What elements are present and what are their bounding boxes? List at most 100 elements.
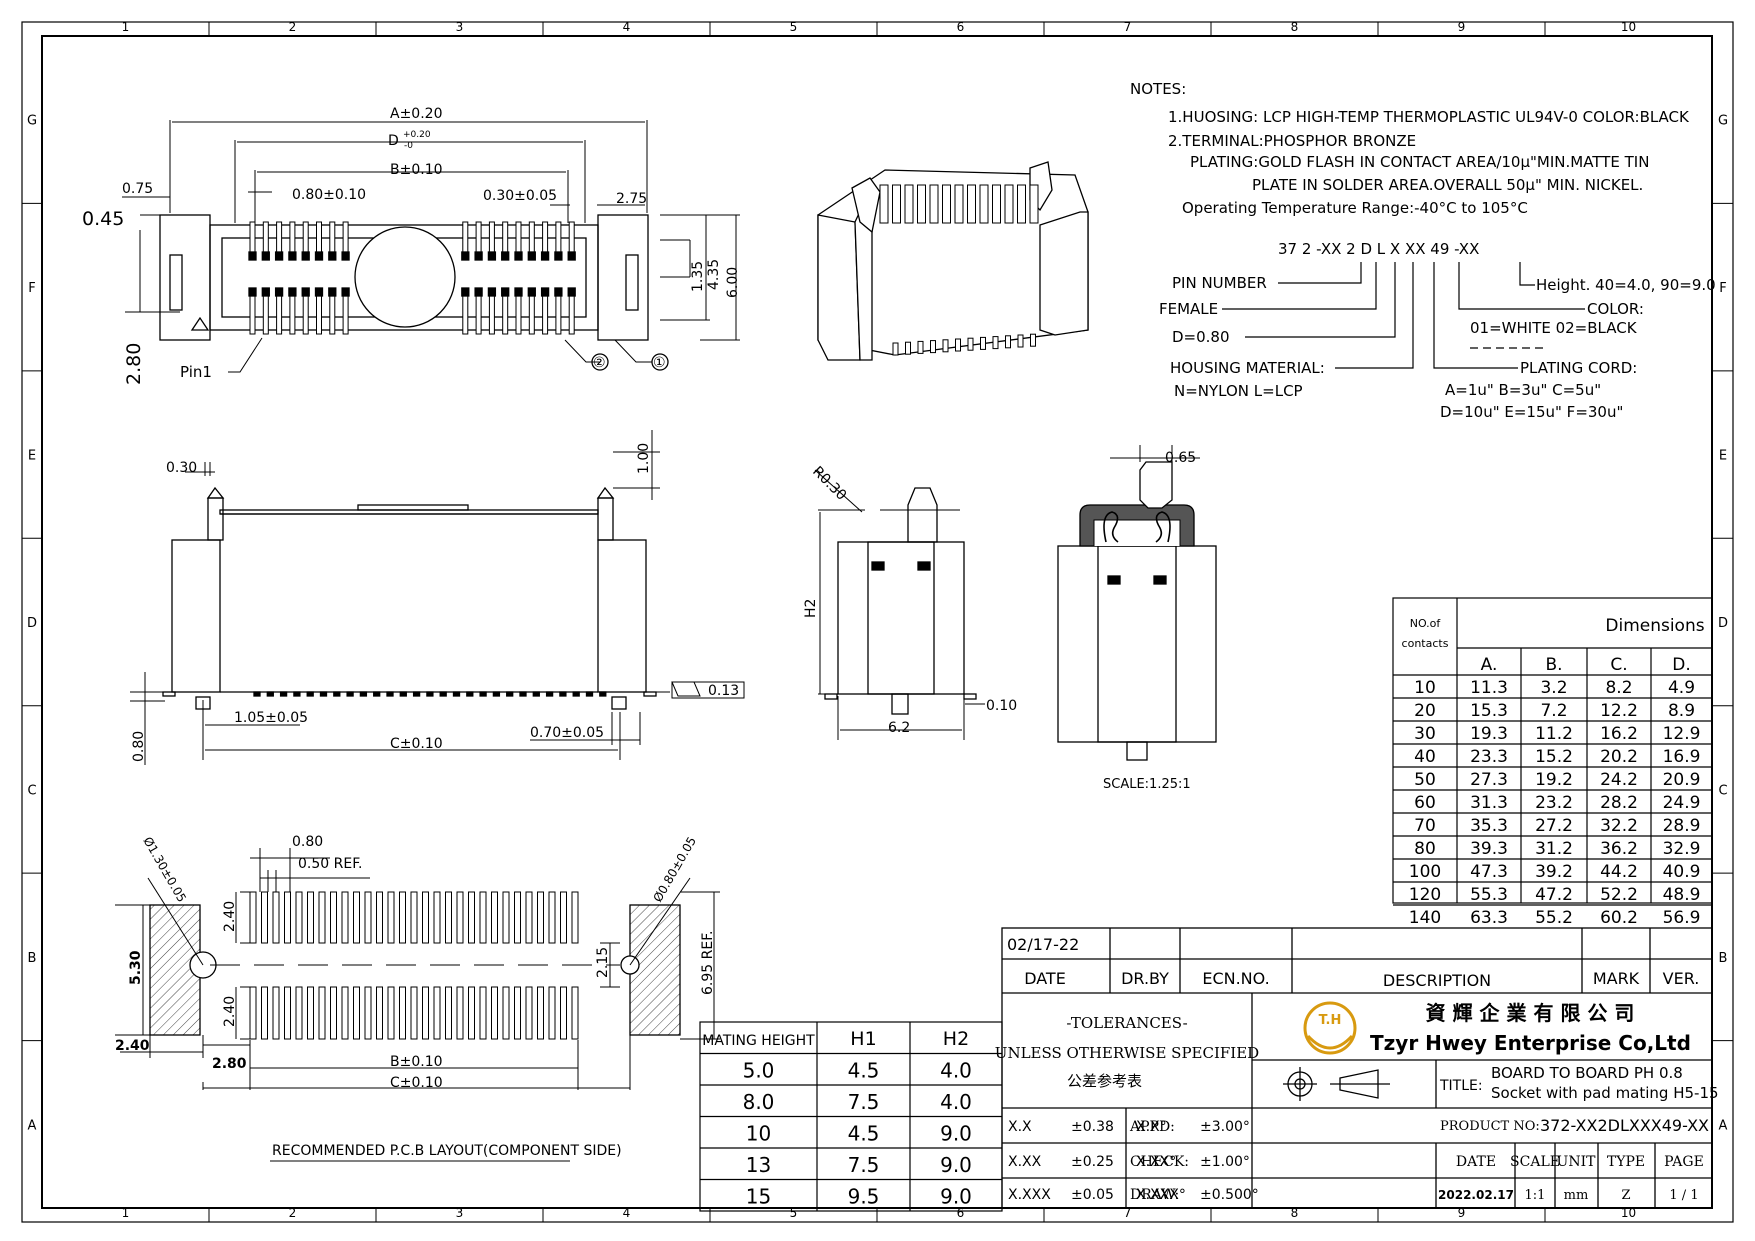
- dimtable-cell: 44.2: [1600, 862, 1638, 882]
- pcb-pad: [330, 986, 337, 1040]
- dim-pin-width: 0.30±0.05: [483, 188, 557, 204]
- frame-row-label: B: [1719, 951, 1728, 966]
- pcb-pad: [571, 891, 579, 944]
- pin1-label: Pin1: [180, 363, 212, 381]
- dimtable-cell: 100: [1409, 862, 1441, 882]
- iso-contact: [929, 184, 939, 224]
- dim-side-c: C±0.10: [390, 736, 443, 752]
- dim-side-0-30: 0.30: [166, 460, 197, 476]
- top-pin-contact: [554, 251, 563, 261]
- dimtable-cell: 40.9: [1663, 862, 1701, 882]
- top-pin-contact: [301, 287, 310, 297]
- pcb-layout-caption: RECOMMENDED P.C.B LAYOUT(COMPONENT SIDE): [272, 1143, 622, 1159]
- top-pin-upper: [262, 221, 269, 253]
- top-pin-contact: [314, 251, 324, 261]
- hdr-ecn: ECN.NO.: [1202, 969, 1269, 988]
- top-pin-lower: [542, 293, 549, 335]
- height-label: Height. 40=4.0, 90=9.0: [1536, 276, 1716, 294]
- footer-date-label: DATE: [1456, 1154, 1496, 1170]
- pcb-pad: [433, 891, 441, 944]
- pcb-pad: [364, 891, 372, 944]
- iso-solder-tail: [917, 340, 924, 354]
- dimtable-cell: 63.3: [1470, 908, 1508, 928]
- mattable-header: H2: [943, 1028, 969, 1050]
- notes-heading: NOTES:: [1130, 80, 1186, 98]
- title-line-2: Socket with pad mating H5-15: [1491, 1084, 1719, 1102]
- side-solder-tail: [386, 691, 394, 697]
- iso-contact: [979, 184, 989, 224]
- part-code: 37 2 -XX 2 D L X XX 49 -XX: [1278, 240, 1479, 258]
- dimtable-cell: 47.3: [1470, 862, 1508, 882]
- pcb-pad: [456, 891, 464, 944]
- dimtable-cell: 19.2: [1535, 770, 1573, 790]
- iso-solder-tail: [1005, 335, 1011, 349]
- top-pin-lower: [462, 293, 469, 335]
- dim-0-75: 0.75: [122, 181, 153, 197]
- top-pin-lower: [515, 293, 522, 335]
- frame-column-label: 7: [1124, 20, 1132, 34]
- top-pin-contact: [328, 287, 337, 297]
- top-pin-upper: [316, 221, 322, 253]
- pcb-pad: [318, 986, 326, 1040]
- dimtable-cell: 19.3: [1470, 724, 1508, 744]
- pcb-pad: [571, 986, 579, 1040]
- pcb-pad: [491, 891, 498, 944]
- dimtable-cell: 60.2: [1600, 908, 1638, 928]
- iso-solder-tail: [942, 339, 949, 353]
- pcb-pad: [502, 986, 510, 1040]
- footer-scale-label: SCALE: [1510, 1154, 1560, 1170]
- callout-1: ①: [653, 355, 666, 371]
- tolerance-cell: ±1.00°: [1200, 1154, 1250, 1170]
- top-pin-upper: [502, 221, 509, 253]
- company-logo: T.H: [1303, 1001, 1357, 1055]
- footer-unit-value: mm: [1564, 1188, 1589, 1203]
- top-pin-contact: [540, 287, 550, 297]
- side-solder-tail: [452, 691, 461, 697]
- footer-scale-value: 1:1: [1525, 1188, 1546, 1203]
- frame-column-label: 10: [1621, 1206, 1636, 1220]
- pcb-pad: [387, 891, 395, 944]
- dimtable-cell: 40: [1414, 747, 1436, 767]
- frame-row-label: D: [27, 616, 37, 631]
- isometric-contacts: [879, 184, 1039, 224]
- tolerance-cell: ±0.25: [1071, 1154, 1114, 1170]
- frame-row-label: E: [1719, 449, 1727, 464]
- dimtable-cell: 27.2: [1535, 816, 1573, 836]
- dim-pcb-2-15: 2.15: [595, 947, 611, 978]
- pcb-pad: [514, 891, 521, 944]
- iso-contact: [904, 184, 914, 224]
- iso-solder-tail: [992, 336, 999, 350]
- frame-row-label: E: [28, 449, 36, 464]
- dimtable-cell: 55.2: [1535, 908, 1573, 928]
- pcb-pad: [249, 986, 257, 1040]
- iso-contact: [1004, 184, 1014, 224]
- dimtable-cell: 140: [1409, 908, 1441, 928]
- iso-contact: [967, 184, 976, 224]
- top-pin-upper: [302, 221, 309, 253]
- hdr-date: DATE: [1024, 969, 1066, 988]
- pcb-pad: [422, 986, 429, 1040]
- end-view: [814, 469, 985, 740]
- iso-contact: [942, 184, 951, 224]
- top-pin-contact: [274, 251, 284, 261]
- dimtable-cell: 28.2: [1600, 793, 1638, 813]
- female-label: FEMALE: [1159, 300, 1218, 318]
- dim-pcb-0-80: 0.80: [292, 834, 323, 850]
- frame-column-label: 6: [957, 1206, 965, 1220]
- top-pin-upper: [568, 221, 575, 253]
- dim-6-2: 6.2: [888, 720, 910, 736]
- dimtable-cell: 55.3: [1470, 885, 1508, 905]
- pcb-pad: [445, 986, 452, 1040]
- top-pin-upper: [276, 221, 283, 253]
- top-pin-upper: [488, 221, 495, 253]
- pcb-pad: [353, 891, 360, 944]
- pcb-pad: [560, 891, 567, 944]
- dimtable-cell: 11.3: [1470, 678, 1508, 698]
- top-pin-lower: [502, 293, 509, 335]
- side-solder-tail: [373, 691, 381, 697]
- tolerance-cell: ±0.05: [1071, 1187, 1114, 1203]
- top-pin-contact: [461, 251, 470, 261]
- top-pin-contact: [487, 251, 497, 261]
- side-solder-tail: [599, 691, 607, 697]
